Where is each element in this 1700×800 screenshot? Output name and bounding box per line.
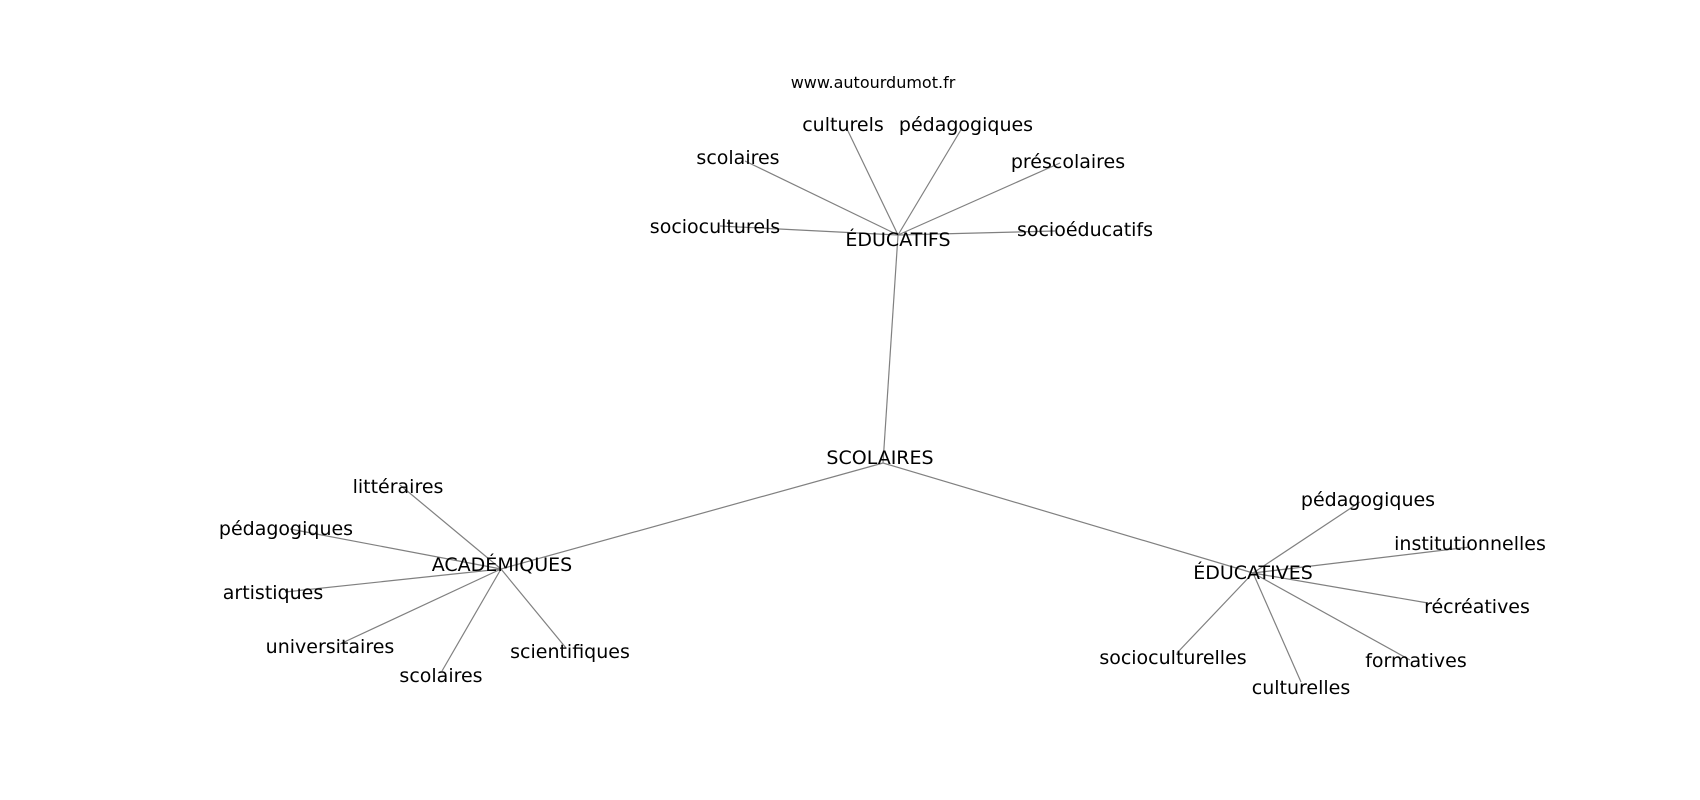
leaf-node-label: pédagogiques: [219, 518, 353, 540]
branch-node-label: ÉDUCATIVES: [1193, 561, 1313, 584]
edge-branch-to-leaf: [289, 528, 502, 570]
edge-branch-to-leaf: [1252, 572, 1302, 683]
edge-branch-to-leaf: [284, 568, 502, 593]
edge-center-to-branch: [882, 462, 1254, 574]
leaf-node-label: formatives: [1365, 650, 1467, 672]
leaf-node-label: institutionnelles: [1394, 533, 1546, 555]
edge-branch-to-leaf: [1252, 546, 1471, 574]
leaf-node-label: scolaires: [399, 665, 482, 687]
leaf-node-label: littéraires: [353, 476, 444, 498]
branch-node-label: ÉDUCATIFS: [845, 228, 950, 251]
leaf-node-label: scolaires: [696, 147, 779, 169]
leaf-node-label: scientifiques: [510, 641, 630, 663]
branch-node-label: ACADÉMIQUES: [432, 553, 573, 576]
center-node-label: SCOLAIRES: [826, 447, 933, 469]
edge-branch-to-leaf: [399, 484, 502, 570]
leaf-node-label: préscolaires: [1011, 151, 1125, 173]
edge-branch-to-leaf: [500, 568, 567, 649]
edge-branch-to-leaf: [846, 128, 899, 236]
leaf-node-label: culturelles: [1252, 677, 1351, 699]
edge-center-to-branch: [500, 462, 884, 570]
edge-branch-to-leaf: [719, 225, 899, 236]
leaf-node-label: universitaires: [266, 636, 395, 658]
graph-labels: www.autourdumot.fr SCOLAIRES ÉDUCATIFS cu…: [219, 73, 1546, 699]
leaf-node-label: pédagogiques: [1301, 489, 1435, 511]
edge-branch-to-leaf: [339, 568, 502, 645]
leaf-node-label: artistiques: [223, 582, 324, 604]
leaf-node-label: récréatives: [1424, 596, 1530, 618]
leaf-node-label: culturels: [802, 114, 884, 136]
leaf-node-label: pédagogiques: [899, 114, 1033, 136]
edge-center-to-branch: [882, 234, 899, 464]
edge-branch-to-leaf: [897, 127, 963, 236]
leaf-node-label: socioéducatifs: [1017, 219, 1153, 241]
edge-branch-to-leaf: [1252, 501, 1361, 574]
edge-branch-to-leaf: [441, 568, 502, 672]
leaf-node-label: socioculturels: [650, 216, 780, 238]
leaf-node-label: socioculturelles: [1099, 647, 1246, 669]
graph-edges: [284, 127, 1471, 683]
edge-branch-to-leaf: [1176, 572, 1254, 654]
edge-branch-to-leaf: [897, 162, 1061, 236]
edge-branch-to-leaf: [897, 230, 1056, 236]
source-label: www.autourdumot.fr: [791, 73, 956, 92]
edge-branch-to-leaf: [744, 160, 899, 236]
edge-branch-to-leaf: [1252, 572, 1411, 661]
edge-branch-to-leaf: [1252, 572, 1429, 604]
